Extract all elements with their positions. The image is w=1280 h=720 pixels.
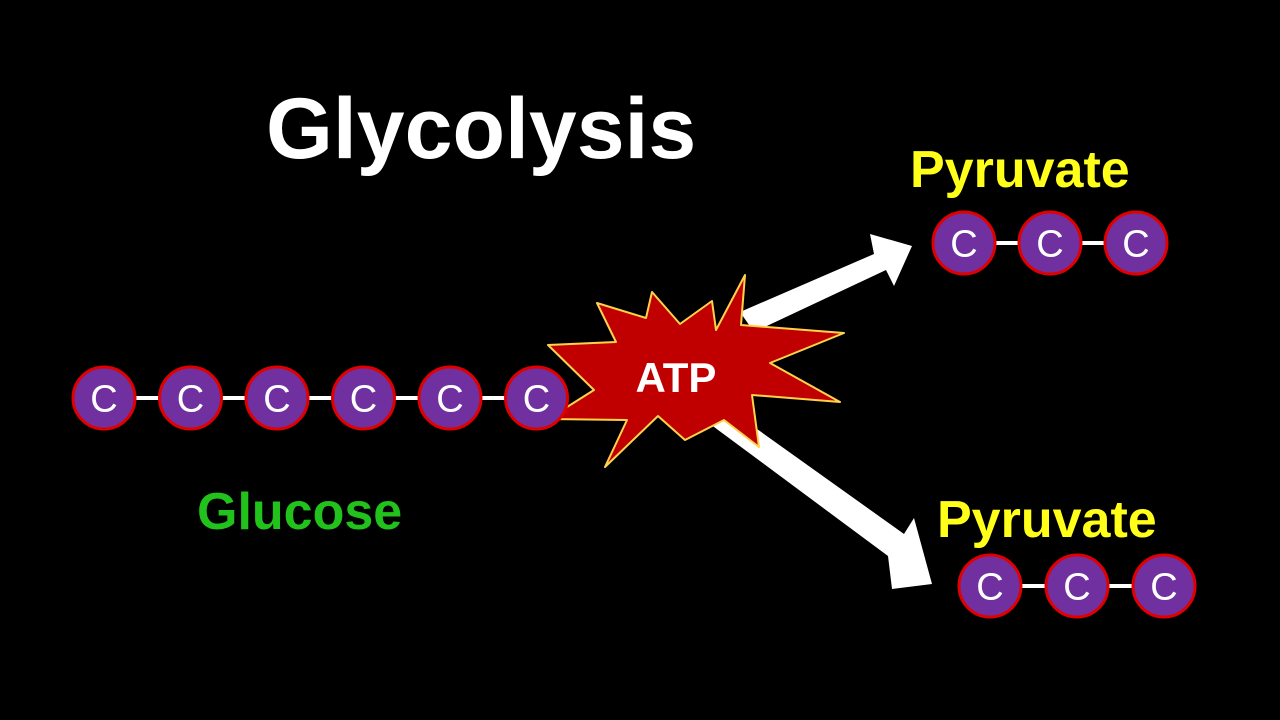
pyruvate-top-carbon-symbol: C xyxy=(1122,224,1149,266)
glucose-carbon-atom xyxy=(71,365,137,431)
glucose-carbon-atom xyxy=(158,365,223,431)
pyruvate-bottom-carbon-symbol: C xyxy=(1150,567,1177,609)
glucose-carbon-atom xyxy=(504,365,569,431)
pyruvate-top-carbon-atom xyxy=(1017,210,1083,276)
glucose-carbon-symbol: C xyxy=(350,379,377,421)
pyruvate-bottom-carbon-atom xyxy=(957,553,1023,619)
pyruvate-top-label: Pyruvate xyxy=(910,141,1130,199)
glucose-carbon-symbol: C xyxy=(90,379,117,421)
pyruvate-bottom-label: Pyruvate xyxy=(937,491,1157,549)
glucose-carbon-atom xyxy=(244,365,310,431)
pyruvate-top-carbon-symbol: C xyxy=(950,224,977,266)
glucose-label: Glucose xyxy=(197,483,403,541)
atp-label: ATP xyxy=(636,354,717,401)
glucose-carbon-symbol: C xyxy=(263,379,290,421)
arrow-to-top-pyruvate xyxy=(740,234,912,332)
glucose-carbon-atom xyxy=(417,365,483,431)
pyruvate-bottom-carbon-symbol: C xyxy=(976,567,1003,609)
pyruvate-top-carbon-atom xyxy=(931,210,997,276)
glucose-carbon-symbol: C xyxy=(177,379,204,421)
pyruvate-top-carbon-symbol: C xyxy=(1036,224,1063,266)
diagram-title: Glycolysis xyxy=(266,81,697,177)
glucose-carbon-atom xyxy=(331,365,396,431)
arrow-to-bottom-pyruvate xyxy=(710,404,932,589)
pyruvate-bottom-carbon-atom xyxy=(1044,553,1110,619)
pyruvate-top-carbon-atom xyxy=(1103,210,1169,276)
glucose-carbon-symbol: C xyxy=(436,379,463,421)
pyruvate-bottom-carbon-atom xyxy=(1131,553,1197,619)
glucose-carbon-symbol: C xyxy=(523,379,550,421)
pyruvate-bottom-carbon-symbol: C xyxy=(1063,567,1090,609)
